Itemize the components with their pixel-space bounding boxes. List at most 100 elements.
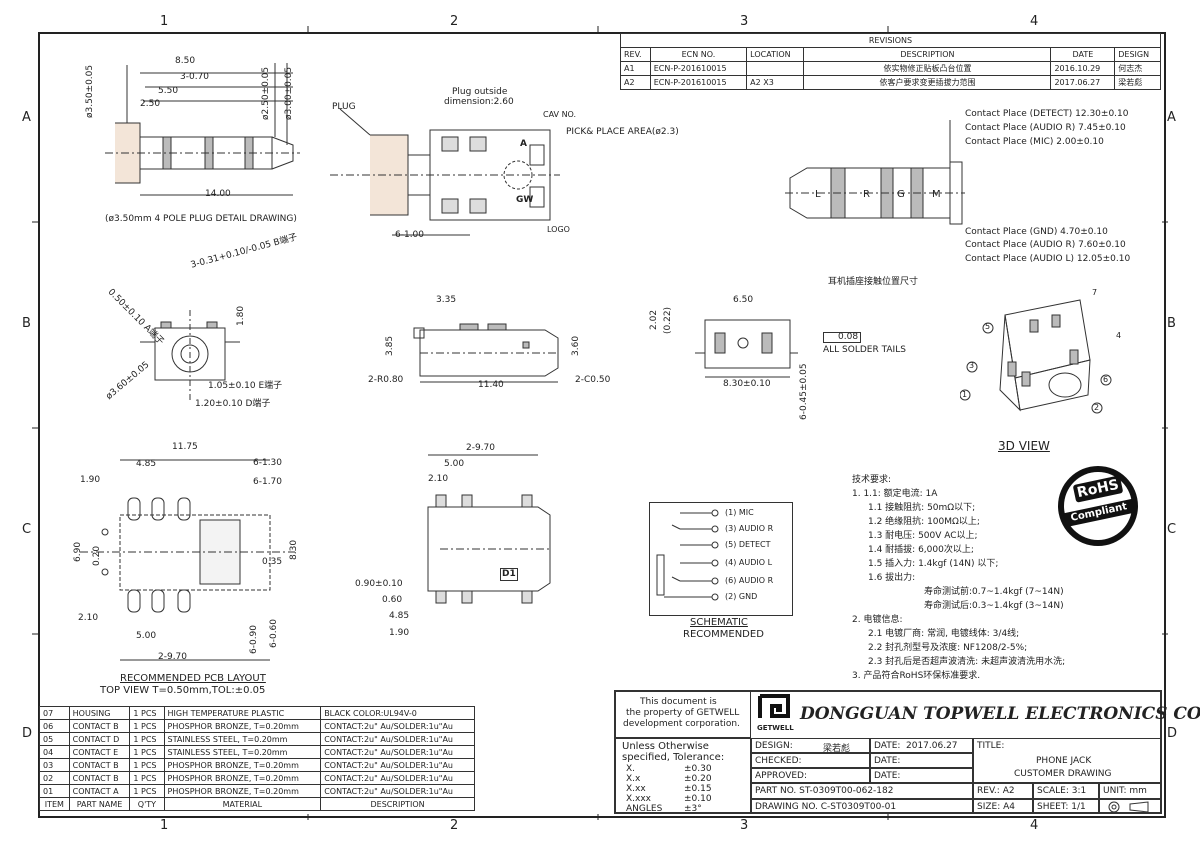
front-dim-180: 1.80 bbox=[236, 305, 246, 326]
zone-col-1-bottom: 1 bbox=[160, 818, 169, 833]
pcb-dim-035: 0.35 bbox=[262, 557, 283, 567]
rev-header-location: LOCATION bbox=[746, 47, 805, 62]
zone-row-b-right: B bbox=[1167, 316, 1176, 331]
tech-req-line: 1.6 拔出力: bbox=[868, 573, 916, 583]
zone-row-c-right: C bbox=[1167, 522, 1177, 537]
contact-place-gnd: Contact Place (GND) 4.70±0.10 bbox=[965, 227, 1108, 237]
size-cell bbox=[973, 799, 1033, 814]
rev-cell bbox=[973, 783, 1033, 799]
jack-rear-view bbox=[695, 319, 798, 378]
sheet-cell bbox=[1033, 799, 1099, 814]
tech-req-line: 1.1 接触阻抗: 50mΩ以下; bbox=[868, 503, 976, 513]
rear-dim-202: 2.02 bbox=[649, 309, 659, 330]
top-view-label-logo: LOGO bbox=[547, 225, 570, 234]
3d-callout-2: 2 bbox=[1094, 403, 1100, 412]
bom-header-description: DESCRIPTION bbox=[320, 797, 475, 811]
tolerance-value: ±0.10 bbox=[684, 794, 712, 804]
bom-header-item: ITEM bbox=[39, 797, 70, 811]
revision-row: A1 ECN-P-201610015 依实物修正贴板凸台位置 2016.10.2… bbox=[620, 61, 1161, 76]
design-cell bbox=[751, 738, 870, 753]
rev-header-description: DESCRIPTION bbox=[803, 47, 1052, 62]
bottom-mark-d1: D1 bbox=[500, 568, 518, 581]
schematic-pin-5: (5) DETECT bbox=[725, 540, 771, 549]
bottom-dim-190: 1.90 bbox=[389, 628, 410, 638]
pcb-dim-6-130: 6-1.30 bbox=[253, 458, 283, 468]
tolerance-value: ±0.30 bbox=[684, 764, 712, 774]
bom-header-qty: Q'TY bbox=[129, 797, 165, 811]
tolerance-key: X.xx bbox=[626, 784, 646, 794]
plug-detail-caption: (ø3.50mm 4 POLE PLUG DETAIL DRAWING) bbox=[105, 214, 297, 224]
plug-dim-dia350: ø3.50±0.05 bbox=[85, 64, 95, 118]
top-view-mark-a: A bbox=[520, 139, 527, 149]
schematic-pin-3: (3) AUDIO R bbox=[725, 524, 774, 533]
approved-label: APPROVED: bbox=[755, 771, 807, 781]
tech-req-line: 寿命测试前:0.7~1.4kgf (7~14N) bbox=[924, 587, 1064, 597]
zone-col-4-top: 4 bbox=[1030, 14, 1039, 29]
plug-dim-850: 8.50 bbox=[175, 56, 196, 66]
tech-req-line: 2. 电镀信息: bbox=[852, 615, 903, 625]
tech-req-line: 1.5 插入力: 1.4kgf (14N) 以下; bbox=[868, 559, 999, 569]
title-line-2: CUSTOMER DRAWING bbox=[1014, 769, 1112, 779]
rev-header-rev: REV. bbox=[620, 47, 651, 62]
rear-dim-650: 6.50 bbox=[733, 295, 754, 305]
pcb-dim-020: 0.20 bbox=[92, 545, 102, 566]
pcb-dim-210: 2.10 bbox=[78, 613, 99, 623]
rohs-badge: RoHS Compliant bbox=[1058, 466, 1138, 546]
rev-header-date: DATE bbox=[1050, 47, 1116, 62]
jack-front-view bbox=[140, 310, 240, 400]
plug-dim-3-070: 3-0.70 bbox=[180, 72, 210, 82]
3d-callout-1: 1 bbox=[962, 390, 968, 399]
scale-cell bbox=[1033, 783, 1099, 799]
pcb-dim-500: 5.00 bbox=[136, 631, 157, 641]
rev-value: REV.: A2 bbox=[977, 786, 1015, 796]
date-cell bbox=[870, 738, 973, 753]
design-value: 梁若彪 bbox=[823, 744, 851, 754]
checked-date-label: DATE: bbox=[874, 756, 901, 766]
company-name: DONGGUAN TOPWELL ELECTRONICS CO.,LTD. bbox=[800, 704, 1200, 724]
checked-label: CHECKED: bbox=[755, 756, 802, 766]
title-cell bbox=[973, 738, 1162, 783]
tolerance-key: X.xxx bbox=[626, 794, 652, 804]
rear-dim-045: 6-0.45±0.05 bbox=[799, 363, 809, 420]
tech-req-line: 1.3 耐电压: 500V AC以上; bbox=[868, 531, 978, 541]
approved-date-cell bbox=[870, 768, 973, 783]
design-label: DESIGN: bbox=[755, 741, 793, 751]
tolerance-value: ±0.15 bbox=[684, 784, 712, 794]
contact-place-mic: Contact Place (MIC) 2.00±0.10 bbox=[965, 137, 1104, 147]
plug-dim-dia250: ø2.50±0.05 bbox=[261, 66, 271, 120]
top-view-mark-gw: GW bbox=[516, 195, 534, 205]
3d-view-label: 3D VIEW bbox=[998, 439, 1050, 453]
tolerance-title-2: specified, Tolerance: bbox=[622, 752, 725, 763]
rear-solder-tails: ALL SOLDER TAILS bbox=[823, 345, 906, 355]
jack-3d-view bbox=[960, 299, 1112, 414]
contact-place-plug-drawing bbox=[785, 120, 965, 225]
tech-req-line: 寿命测试后:0.3~1.4kgf (3~14N) bbox=[924, 601, 1064, 611]
zone-col-1-top: 1 bbox=[160, 14, 169, 29]
top-view-label-pick-place: PICK& PLACE AREA(ø2.3) bbox=[566, 127, 679, 137]
side-dim-r080: 2-R0.80 bbox=[368, 375, 404, 385]
plug-detail-drawing bbox=[105, 63, 300, 196]
pcb-dim-485: 4.85 bbox=[136, 459, 157, 469]
pcb-dim-6-060: 6-0.60 bbox=[269, 618, 279, 648]
title-label: TITLE: bbox=[977, 741, 1005, 751]
contact-place-audio-r-top: Contact Place (AUDIO R) 7.45±0.10 bbox=[965, 123, 1126, 133]
rev-header-ecn: ECN NO. bbox=[649, 47, 748, 62]
unit-cell bbox=[1099, 783, 1162, 799]
zone-col-3-bottom: 3 bbox=[740, 818, 749, 833]
tolerance-value: ±3° bbox=[684, 804, 702, 814]
bottom-dim-090: 0.90±0.10 bbox=[355, 579, 403, 589]
zone-row-c-left: C bbox=[22, 522, 32, 537]
pcb-dim-690: 6.90 bbox=[73, 541, 83, 562]
property-cell bbox=[614, 690, 751, 738]
date-label: DATE: bbox=[874, 741, 901, 751]
side-dim-360: 3.60 bbox=[571, 335, 581, 356]
jack-side-view bbox=[413, 323, 559, 383]
property-line-1: This document is bbox=[640, 697, 717, 707]
zone-col-4-bottom: 4 bbox=[1030, 818, 1039, 833]
pcb-dim-2-970: 2-9.70 bbox=[158, 652, 188, 662]
jack-bottom-view bbox=[427, 454, 551, 604]
